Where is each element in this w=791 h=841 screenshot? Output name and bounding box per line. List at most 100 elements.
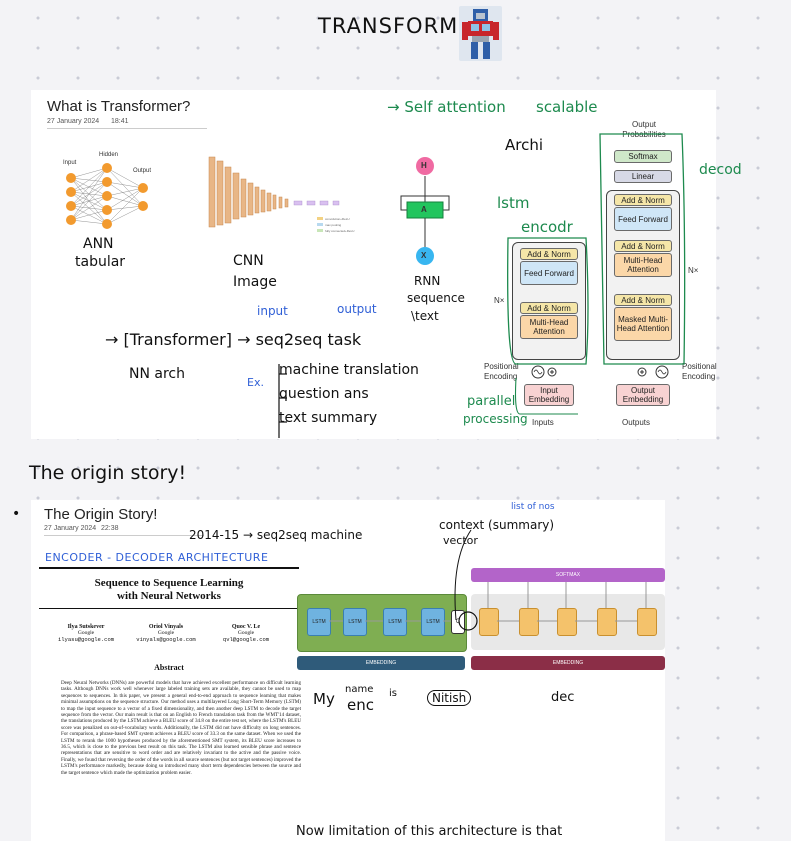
author-name: Ilya Sutskever	[67, 624, 105, 630]
decoder-feed-forward: Feed Forward	[614, 207, 672, 231]
author-org: Google	[237, 630, 255, 636]
author-org: Google	[157, 630, 175, 636]
ann-diagram: Input Hidden Output	[59, 150, 159, 235]
section-heading-origin-story: The origin story!	[29, 462, 187, 484]
encoder-add-norm-1: Add & Norm	[520, 302, 578, 314]
hand-drawn-outlines	[507, 133, 686, 415]
decoder-cell	[479, 608, 499, 636]
task-item: machine translation	[279, 362, 419, 378]
annotation-ex: Ex.	[247, 376, 264, 389]
author-email: ilyasu@google.com	[57, 636, 115, 643]
annotation-limitation: Now limitation of this architecture is t…	[296, 824, 563, 839]
task-list: machine translation question ans text su…	[279, 362, 419, 434]
svg-text:max pooling: max pooling	[325, 223, 342, 227]
encoder-multi-head-attention: Multi-Head Attention	[520, 315, 578, 339]
annotation-nn-arch: NN arch	[129, 366, 185, 382]
author-email: qvl@google.com	[222, 636, 270, 643]
annotation-parallel: parallel	[467, 394, 516, 409]
annotation-encoder: encodr	[521, 218, 573, 236]
encoder-lstm-cell: LSTM	[307, 608, 331, 636]
decoder-embedding-layer: EMBEDDING	[471, 656, 665, 670]
encoder-lstm-cell: LSTM	[383, 608, 407, 636]
transformer-architecture: Output Probabilities Softmax Linear Add …	[484, 114, 717, 439]
decoder-masked-attention: Masked Multi-Head Attention	[614, 307, 672, 341]
page-title: TRANSFORMER	[318, 14, 489, 38]
abstract-heading: Abstract	[154, 663, 184, 672]
task-item: question ans	[279, 386, 369, 402]
decoder-cell	[597, 608, 617, 636]
annotation-transformer-seq2seq: → [Transformer] → seq2seq task	[105, 330, 362, 349]
rnn-caption-text: \text	[411, 309, 439, 323]
optimus-prime-image	[459, 6, 502, 61]
input-word: is	[389, 688, 397, 699]
annotation-enc: enc	[347, 696, 374, 714]
outputs-label: Outputs	[622, 418, 651, 427]
decoder-multi-head-attention: Multi-Head Attention	[614, 253, 672, 277]
rnn-x-label: X	[421, 251, 427, 260]
rnn-h-label: H	[421, 161, 427, 170]
cnn-diagram: convolution+ReLU max pooling fully connect…	[199, 145, 369, 245]
author-block: Oriol Vinyals Google vinyals@google.com	[131, 624, 201, 643]
cnn-caption-image: Image	[233, 274, 277, 290]
annotation-input: input	[257, 304, 288, 318]
ann-caption: ANN	[83, 236, 114, 252]
ann-output-label: Output	[133, 168, 152, 174]
ann-input-label: Input	[63, 160, 77, 166]
note-date: 27 January 2024	[47, 118, 100, 125]
encoder-add-norm-2: Add & Norm	[520, 248, 578, 260]
encoder-nx-label: N×	[494, 296, 505, 305]
annotation-output: output	[337, 302, 377, 316]
svg-text:convolution+ReLU: convolution+ReLU	[325, 217, 350, 221]
annotation-self-attention: → Self attention	[387, 98, 506, 116]
output-embedding-block: Output Embedding	[616, 384, 670, 406]
annotation-decoder: decod	[699, 162, 742, 178]
author-name: Oriol Vinyals	[148, 624, 184, 630]
task-list-bracket	[278, 364, 287, 438]
svg-text:fully connected+ReLU: fully connected+ReLU	[325, 229, 354, 233]
rnn-diagram: H A X	[395, 152, 455, 272]
paper-title-line2: with Neural Networks	[117, 590, 221, 602]
inputs-label: Inputs	[532, 418, 554, 427]
ann-hidden-label: Hidden	[99, 152, 119, 158]
softmax-layer: SOFTMAX	[471, 568, 665, 582]
note-date: 27 January 2024	[44, 525, 97, 532]
paper-title-line1: Sequence to Sequence Learning	[94, 577, 244, 589]
annotation-processing: processing	[463, 412, 528, 426]
decoder-cell	[519, 608, 539, 636]
input-word: Nitish	[427, 690, 472, 706]
note-time: 22:38	[101, 525, 119, 532]
encoder-positional-encoding-label: Positional Encoding	[484, 362, 519, 381]
softmax-block: Softmax	[614, 150, 672, 163]
decoder-cell	[637, 608, 657, 636]
cnn-caption: CNN	[233, 253, 264, 269]
annotation-archi: Archi	[505, 136, 544, 154]
decoder-positional-encoding-label: Positional Encoding	[682, 362, 717, 381]
input-embedding-block: Input Embedding	[524, 384, 574, 406]
author-block: Ilya Sutskever Google ilyasu@google.com	[51, 624, 121, 643]
bullet-marker: •	[12, 506, 21, 522]
input-word: name	[345, 684, 374, 695]
annotation-encoder-decoder: ENCODER - DECODER ARCHITECTURE	[45, 551, 269, 564]
ann-caption-tabular: tabular	[75, 254, 126, 270]
author-org: Google	[77, 630, 95, 636]
annotation-dec: dec	[551, 690, 575, 705]
annotation-year-seq2seq: 2014-15 → seq2seq machine	[189, 528, 363, 542]
decoder-add-norm-1: Add & Norm	[614, 294, 672, 306]
note-card-origin-story: The Origin Story! 27 January 2024 22:38 …	[31, 500, 665, 841]
paper-top-rule	[39, 567, 299, 569]
rnn-caption-sequence: sequence	[407, 291, 465, 305]
note-title-divider	[47, 128, 207, 129]
positional-encoding-icons	[531, 365, 669, 379]
rnn-caption: RNN	[414, 274, 441, 288]
context-vector-cell: C	[451, 610, 465, 634]
author-name: Quoc V. Le	[231, 624, 261, 630]
decoder-add-norm-2: Add & Norm	[614, 240, 672, 252]
input-word: My	[313, 690, 335, 708]
encoder-lstm-cell: LSTM	[421, 608, 445, 636]
task-item: text summary	[279, 410, 378, 426]
linear-block: Linear	[614, 170, 672, 183]
note-time: 18:41	[111, 118, 129, 125]
note-title-divider	[44, 535, 204, 536]
annotation-list-of-nos: list of nos	[511, 502, 555, 512]
rnn-a-label: A	[421, 205, 427, 214]
